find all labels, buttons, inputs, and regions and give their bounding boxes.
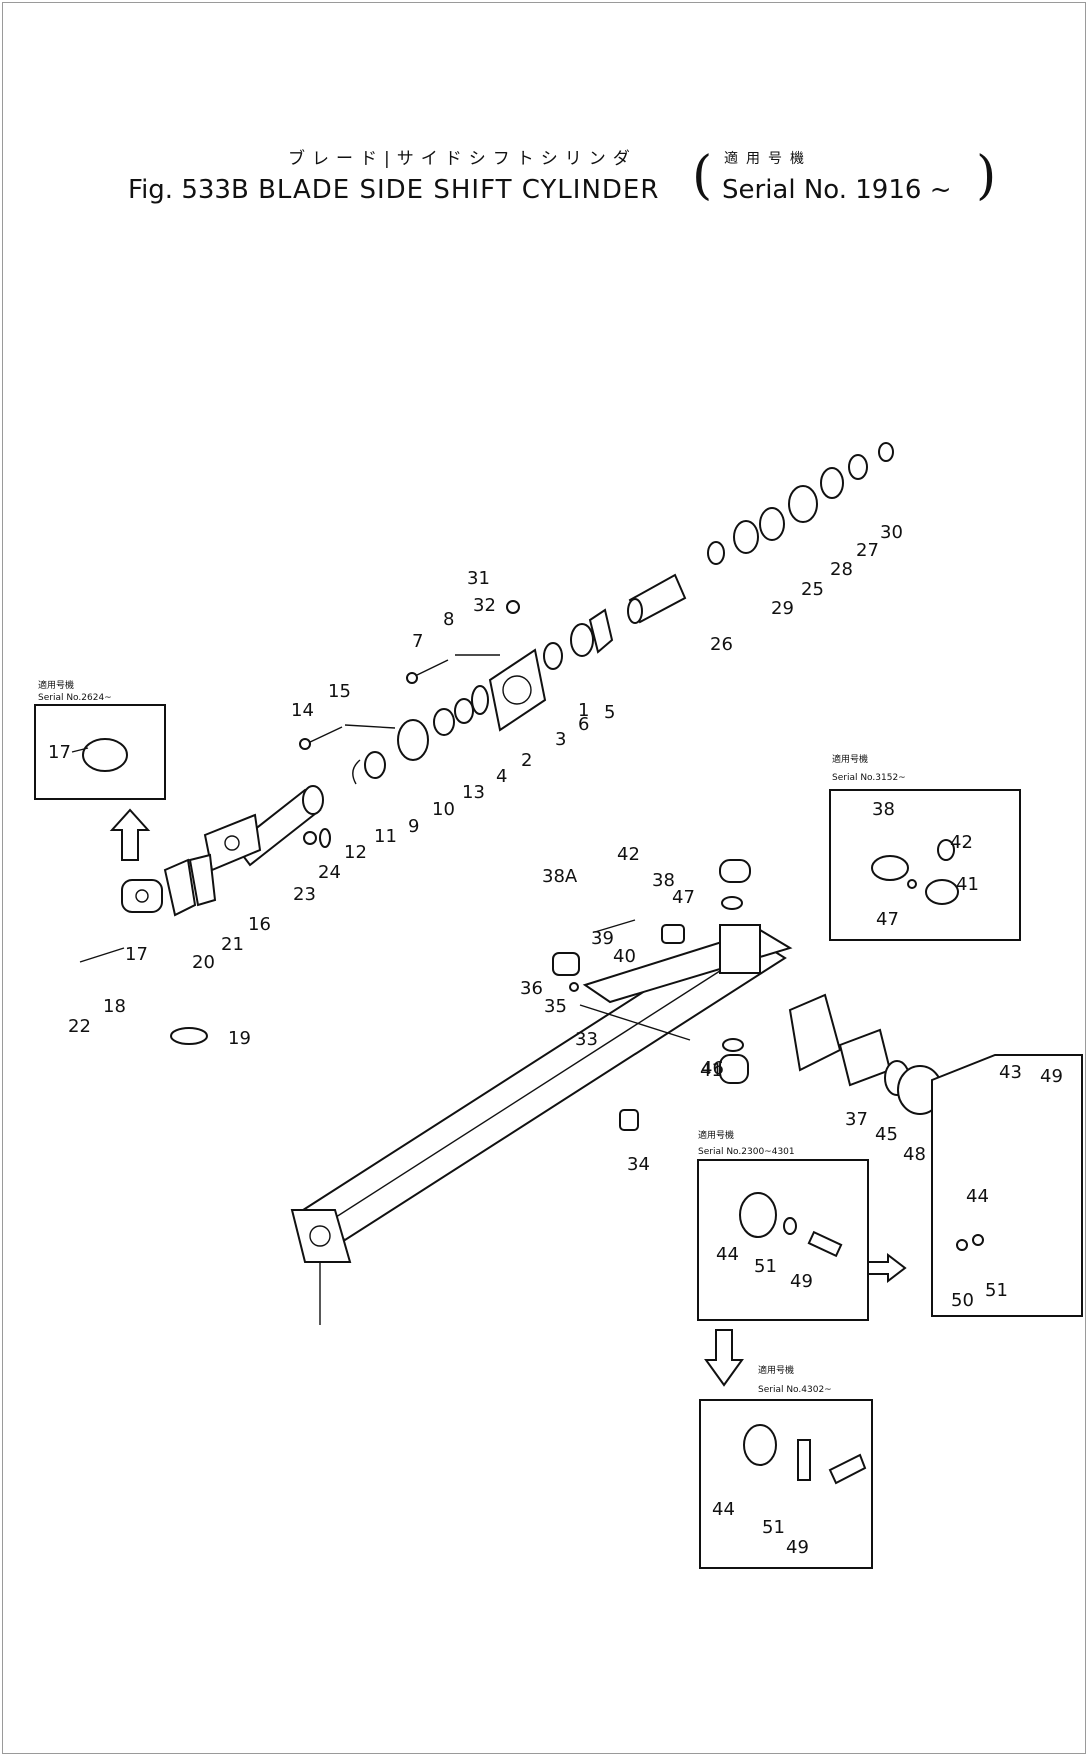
inset-right-top-caption: Serial No.3152~ <box>832 773 906 783</box>
part-label-49: 49 <box>1040 1066 1063 1087</box>
inset-right-bottom-caption: Serial No.4302~ <box>758 1385 832 1395</box>
inset-right-bottom-caption-jp: 適用号機 <box>758 1364 794 1376</box>
part-label-5: 5 <box>604 702 615 723</box>
part-label-46: 46 <box>701 1058 724 1079</box>
inset-right-mid-caption-jp: 適用号機 <box>698 1129 734 1141</box>
part-label-45: 45 <box>875 1124 898 1145</box>
inset-right-bottom <box>699 1329 873 1569</box>
part-label-6: 6 <box>578 714 589 735</box>
inset-right-mid-label-49: 49 <box>790 1271 813 1292</box>
inset-left-top-label-17: 17 <box>48 742 71 763</box>
part-label-42: 42 <box>617 844 640 865</box>
part-label-20: 20 <box>192 952 215 973</box>
inset-right-top-label-42: 42 <box>950 832 973 853</box>
part-label-22: 22 <box>68 1016 91 1037</box>
part-label-11: 11 <box>374 826 397 847</box>
part-label-29: 29 <box>771 598 794 619</box>
inset-captions: 適用号機 Serial No.2624~ 適用号機 Serial No.3152… <box>38 679 906 1395</box>
part-label-39: 39 <box>591 928 614 949</box>
part-label-25: 25 <box>801 579 824 600</box>
part-label-24: 24 <box>318 862 341 883</box>
part-label-43: 43 <box>999 1062 1022 1083</box>
inset-right-mid <box>697 1159 907 1321</box>
part-label-28: 28 <box>830 559 853 580</box>
part-label-12: 12 <box>344 842 367 863</box>
title-japanese: ブレード|サイドシフトシリンダ <box>288 149 637 169</box>
inset-left-top-caption: Serial No.2624~ <box>38 693 112 703</box>
part-label-26: 26 <box>710 634 733 655</box>
part-label-30: 30 <box>880 522 903 543</box>
figure-name: BLADE SIDE SHIFT CYLINDER <box>258 175 660 205</box>
inset-right-side <box>931 1054 1083 1317</box>
part-label-51: 51 <box>985 1280 1008 1301</box>
part-label-4: 4 <box>496 766 507 787</box>
part-label-35: 35 <box>544 996 567 1017</box>
part-label-17: 17 <box>125 944 148 965</box>
inset-right-top-label-41: 41 <box>956 874 979 895</box>
inset-right-top-label-47: 47 <box>876 909 899 930</box>
part-label-14: 14 <box>291 700 314 721</box>
inset-right-top-caption-jp: 適用号機 <box>832 753 868 765</box>
part-label-15: 15 <box>328 681 351 702</box>
part-label-41: 41 <box>700 1060 723 1081</box>
inset-right-top-label-38: 38 <box>872 799 895 820</box>
inset-right-bottom-label-49: 49 <box>786 1537 809 1558</box>
part-label-32: 32 <box>473 595 496 616</box>
figure-label: Fig. 533B <box>128 175 249 205</box>
part-label-19: 19 <box>228 1028 251 1049</box>
part-label-31: 31 <box>467 568 490 589</box>
inset-right-mid-label-44: 44 <box>716 1244 739 1265</box>
part-label-40: 40 <box>613 946 636 967</box>
part-label-1: 1 <box>578 700 589 721</box>
part-label-7: 7 <box>412 631 423 652</box>
piston-rod-assembly <box>203 573 687 872</box>
part-label-34: 34 <box>627 1154 650 1175</box>
part-label-27: 27 <box>856 540 879 561</box>
paren-left: ( <box>692 146 713 206</box>
serial-range: Serial No. 1916 ~ <box>722 175 952 205</box>
part-label-36: 36 <box>520 978 543 999</box>
inset-left-top <box>34 704 166 800</box>
part-label-8: 8 <box>443 609 454 630</box>
pipe-fittings <box>552 859 751 1131</box>
part-label-48: 48 <box>903 1144 926 1165</box>
part-label-18: 18 <box>103 996 126 1017</box>
part-label-3: 3 <box>555 729 566 750</box>
part-label-50: 50 <box>951 1290 974 1311</box>
serial-japanese: 適用号機 <box>724 151 812 167</box>
part-label-23: 23 <box>293 884 316 905</box>
inset-left-top-caption-jp: 適用号機 <box>38 679 74 691</box>
piston-parts <box>707 442 894 565</box>
part-label-37: 37 <box>845 1109 868 1130</box>
part-label-13: 13 <box>462 782 485 803</box>
cylinder-tube <box>290 924 793 1325</box>
inset-right-mid-caption: Serial No.2300~4301 <box>698 1147 795 1157</box>
inset-right-bottom-label-51: 51 <box>762 1517 785 1538</box>
figure-title: Fig. 533B BLADE SIDE SHIFT CYLINDER <box>128 175 659 205</box>
part-label-16: 16 <box>248 914 271 935</box>
part-label-9: 9 <box>408 816 419 837</box>
part-label-2: 2 <box>521 750 532 771</box>
inset-right-top <box>829 789 1021 941</box>
inset-right-mid-label-51: 51 <box>754 1256 777 1277</box>
part-label-38: 38 <box>652 870 675 891</box>
part-label-10: 10 <box>432 799 455 820</box>
part-label-47: 47 <box>672 887 695 908</box>
part-label-38a: 38A <box>542 866 578 887</box>
part-labels: 1234567891011121314151617181920212223242… <box>48 522 1063 1558</box>
part-label-33: 33 <box>575 1029 598 1050</box>
part-label-44: 44 <box>966 1186 989 1207</box>
rod-end-parts <box>79 808 331 1045</box>
paren-right: ) <box>976 146 997 206</box>
part-label-21: 21 <box>221 934 244 955</box>
inset-right-bottom-label-44: 44 <box>712 1499 735 1520</box>
